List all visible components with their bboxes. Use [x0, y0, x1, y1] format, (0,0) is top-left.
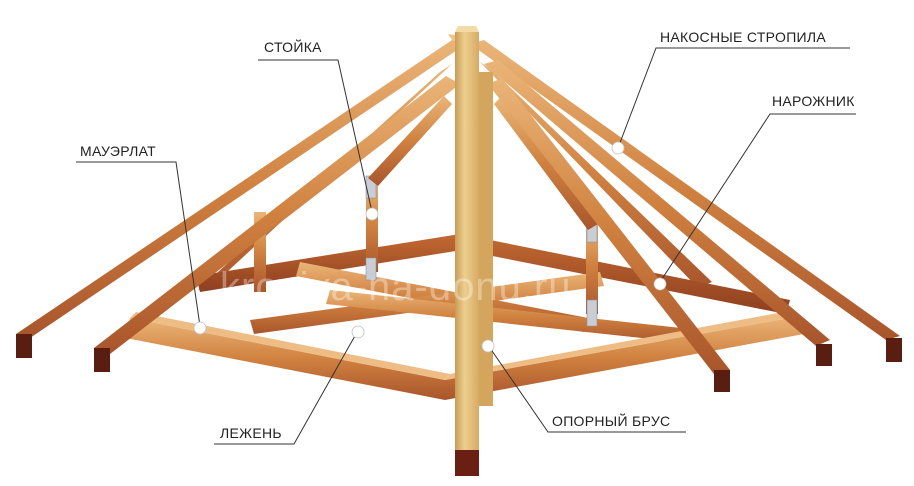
strut-left-inner [366, 180, 378, 272]
label-nakosnye-stropila: НАКОСНЫЕ СТРОПИЛА [660, 29, 826, 45]
front-rafters [16, 34, 902, 392]
post-body [455, 32, 479, 450]
post-top [455, 26, 479, 32]
rafter-near-left [94, 76, 460, 354]
leader-nakosnye [617, 47, 850, 149]
markers [193, 141, 667, 353]
leader-mauerlat [76, 161, 201, 327]
rafter-far-right [470, 40, 900, 340]
rafter-end-2 [94, 348, 110, 372]
leader-opornyi [489, 347, 686, 433]
marker-narozhnik [653, 277, 667, 291]
rafter-near-right [484, 60, 830, 346]
marker-opornyi [481, 339, 495, 353]
callouts [76, 47, 856, 445]
leader-stoika [258, 59, 373, 213]
marker-nakosnye [611, 141, 625, 155]
label-stoika: СТОЙКА [264, 38, 322, 55]
lezhen-front-right [445, 316, 804, 400]
label-opornyi-brus: ОПОРНЫЙ БРУС [552, 412, 670, 429]
lezhen-front-left-top [130, 312, 450, 380]
lezhen-front-right-top [445, 310, 800, 380]
marker-stoika [365, 207, 379, 221]
leader-narozhnik [659, 113, 856, 283]
bracket-4 [586, 299, 598, 327]
marker-lezhen [351, 325, 365, 339]
rafter-back-right [480, 62, 712, 288]
struts [254, 96, 598, 327]
central-post [455, 26, 493, 476]
lezhen-inner-3 [326, 290, 700, 344]
label-narozhnik: НАРОЖНИК [772, 93, 855, 109]
marker-mauerlat [193, 321, 207, 335]
rafter-hip-right [488, 78, 730, 374]
lezhen-back-right [460, 234, 790, 314]
watermark: kroviya-na-donu.ru [220, 265, 572, 309]
rafter-end-1 [16, 334, 32, 358]
post-face [479, 72, 493, 406]
label-mauerlat: МАУЭРЛАТ [80, 143, 156, 159]
leader-lezhen [214, 333, 357, 445]
rafter-end-3 [714, 370, 730, 392]
bracket-2 [365, 257, 377, 281]
rafter-end-5 [886, 338, 902, 362]
post-base [455, 450, 479, 476]
brace-left [368, 96, 452, 186]
label-lezhen: ЛЕЖЕНЬ [220, 425, 282, 441]
brace-right [494, 96, 598, 230]
rafter-far-left [16, 40, 466, 338]
lezhen-front-left [126, 318, 445, 400]
rafter-end-4 [816, 344, 832, 366]
